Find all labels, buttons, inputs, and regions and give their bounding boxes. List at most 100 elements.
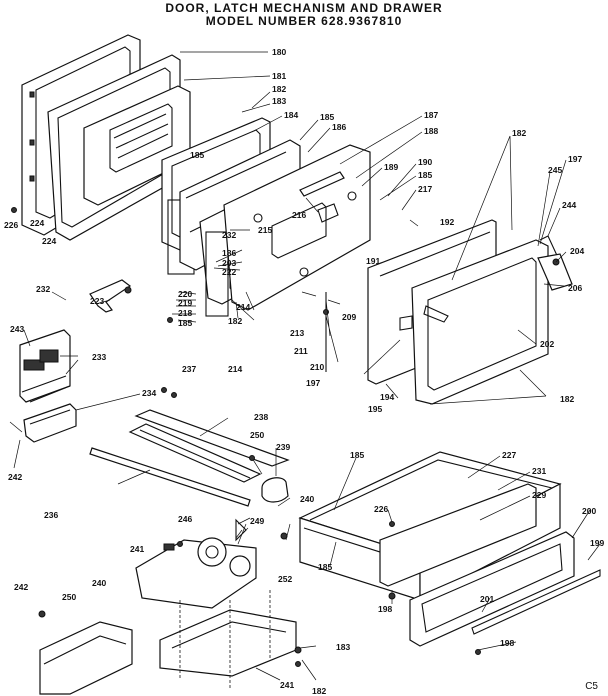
callout-191: 191	[366, 256, 380, 266]
callout-185-d: 185	[178, 318, 192, 328]
callout-227: 229	[532, 490, 546, 500]
callout-195: 195	[368, 404, 382, 414]
callout-210: 213	[290, 328, 304, 338]
callout-224-b: 226	[374, 504, 388, 514]
callout-201: 201	[480, 594, 494, 604]
diagram-title: DOOR, LATCH MECHANISM AND DRAWER	[165, 1, 443, 15]
callout-192: 192	[440, 217, 454, 227]
part-callouts: 180 181 182 183 184 185 186 187 188 182 …	[4, 47, 604, 696]
drawer-front-panel	[379, 483, 537, 587]
callout-223: 224	[30, 218, 44, 228]
callout-241: 240	[92, 578, 106, 588]
sheet-code: C5	[585, 681, 598, 692]
callout-243-b: 242	[14, 582, 28, 592]
door-glass-window	[83, 85, 191, 206]
callout-182-c: 182	[228, 316, 242, 326]
callout-219: 222	[222, 267, 236, 277]
callout-214: 216	[292, 210, 306, 220]
callout-198-a: 198	[378, 604, 392, 614]
callout-217: 219	[178, 298, 192, 308]
callout-247: 246	[178, 514, 192, 524]
callout-222: 224	[42, 236, 56, 246]
callout-185-b: 185	[190, 150, 204, 160]
latch-mechanism-assembly	[19, 329, 71, 403]
callout-209: 211	[294, 346, 308, 356]
callout-243-a: 242	[8, 472, 22, 482]
callout-194: 194	[380, 392, 394, 402]
drawer-front-trim	[409, 531, 601, 647]
callout-207: 209	[342, 312, 356, 322]
callout-183-b: 183	[336, 642, 350, 652]
callout-182-d: 182	[560, 394, 574, 404]
connecting-rod	[89, 447, 251, 507]
callout-233: 234	[142, 388, 156, 398]
door-hinge	[89, 279, 132, 313]
outer-door-frame	[399, 235, 561, 405]
callout-185-a: 185	[320, 112, 334, 122]
latch-knob	[261, 477, 289, 503]
callout-239: 240	[300, 494, 314, 504]
callout-248: 250	[250, 430, 264, 440]
callout-212: 214	[228, 364, 242, 374]
callout-229: 231	[532, 466, 546, 476]
callout-180: 180	[272, 47, 286, 57]
callout-187: 187	[424, 110, 438, 120]
wire-cover	[39, 621, 133, 695]
latch-rod	[323, 292, 329, 372]
callout-220: 223	[90, 296, 104, 306]
callout-185-c: 185	[418, 170, 432, 180]
callout-188: 188	[424, 126, 438, 136]
callout-215: 217	[418, 184, 432, 194]
callout-183-a: 183	[272, 96, 286, 106]
door-hinge-arm	[299, 171, 345, 223]
callout-208: 210	[310, 362, 324, 372]
latch-mounting-bracket	[23, 403, 77, 443]
callout-211: 214	[236, 302, 250, 312]
callout-213: 215	[258, 225, 272, 235]
callout-237: 238	[254, 412, 268, 422]
callout-246: 245	[548, 165, 562, 175]
title-block: DOOR, LATCH MECHANISM AND DRAWER MODEL N…	[0, 2, 608, 28]
callout-197-b: 197	[306, 378, 320, 388]
model-number: MODEL NUMBER 628.9367810	[205, 14, 403, 28]
callout-236: 237	[182, 364, 196, 374]
callout-245: 244	[562, 200, 576, 210]
latch-link	[134, 409, 290, 467]
callout-197-a: 197	[568, 154, 582, 164]
latch-arm	[128, 423, 262, 483]
callout-218: 220	[178, 289, 192, 299]
callout-216: 218	[178, 308, 192, 318]
callout-190: 190	[418, 157, 432, 167]
callout-203: 203	[222, 258, 236, 268]
callout-232: 233	[92, 352, 106, 362]
callout-244: 243	[10, 324, 24, 334]
callout-204: 204	[570, 246, 584, 256]
callout-leader-lines	[9, 51, 601, 681]
callout-249: 249	[250, 516, 264, 526]
callout-181: 181	[272, 71, 286, 81]
latch-motor-assembly	[135, 518, 257, 609]
callout-240: 241	[280, 680, 294, 690]
callout-186-a: 186	[332, 122, 346, 132]
callout-185-e: 185	[350, 450, 364, 460]
callout-189: 189	[384, 162, 398, 172]
callout-242: 241	[130, 544, 144, 554]
callout-200: 200	[582, 506, 596, 516]
callout-185-f: 185	[318, 562, 332, 572]
callout-182-a: 182	[272, 84, 286, 94]
callout-202: 202	[540, 339, 554, 349]
callout-198-b: 198	[500, 638, 514, 648]
callout-231-a: 232	[222, 230, 236, 240]
callout-224-a: 226	[4, 220, 18, 230]
dashed-mounting-lines	[179, 590, 271, 690]
callout-252: 252	[278, 574, 292, 584]
callout-238: 239	[276, 442, 290, 452]
door-insulation-panel	[223, 144, 371, 311]
callout-182-b: 182	[512, 128, 526, 138]
callout-186-b: 186	[222, 248, 236, 258]
fasteners	[11, 207, 481, 667]
callout-234: 236	[44, 510, 58, 520]
callout-231-b: 232	[36, 284, 50, 294]
callout-250: 250	[62, 592, 76, 602]
